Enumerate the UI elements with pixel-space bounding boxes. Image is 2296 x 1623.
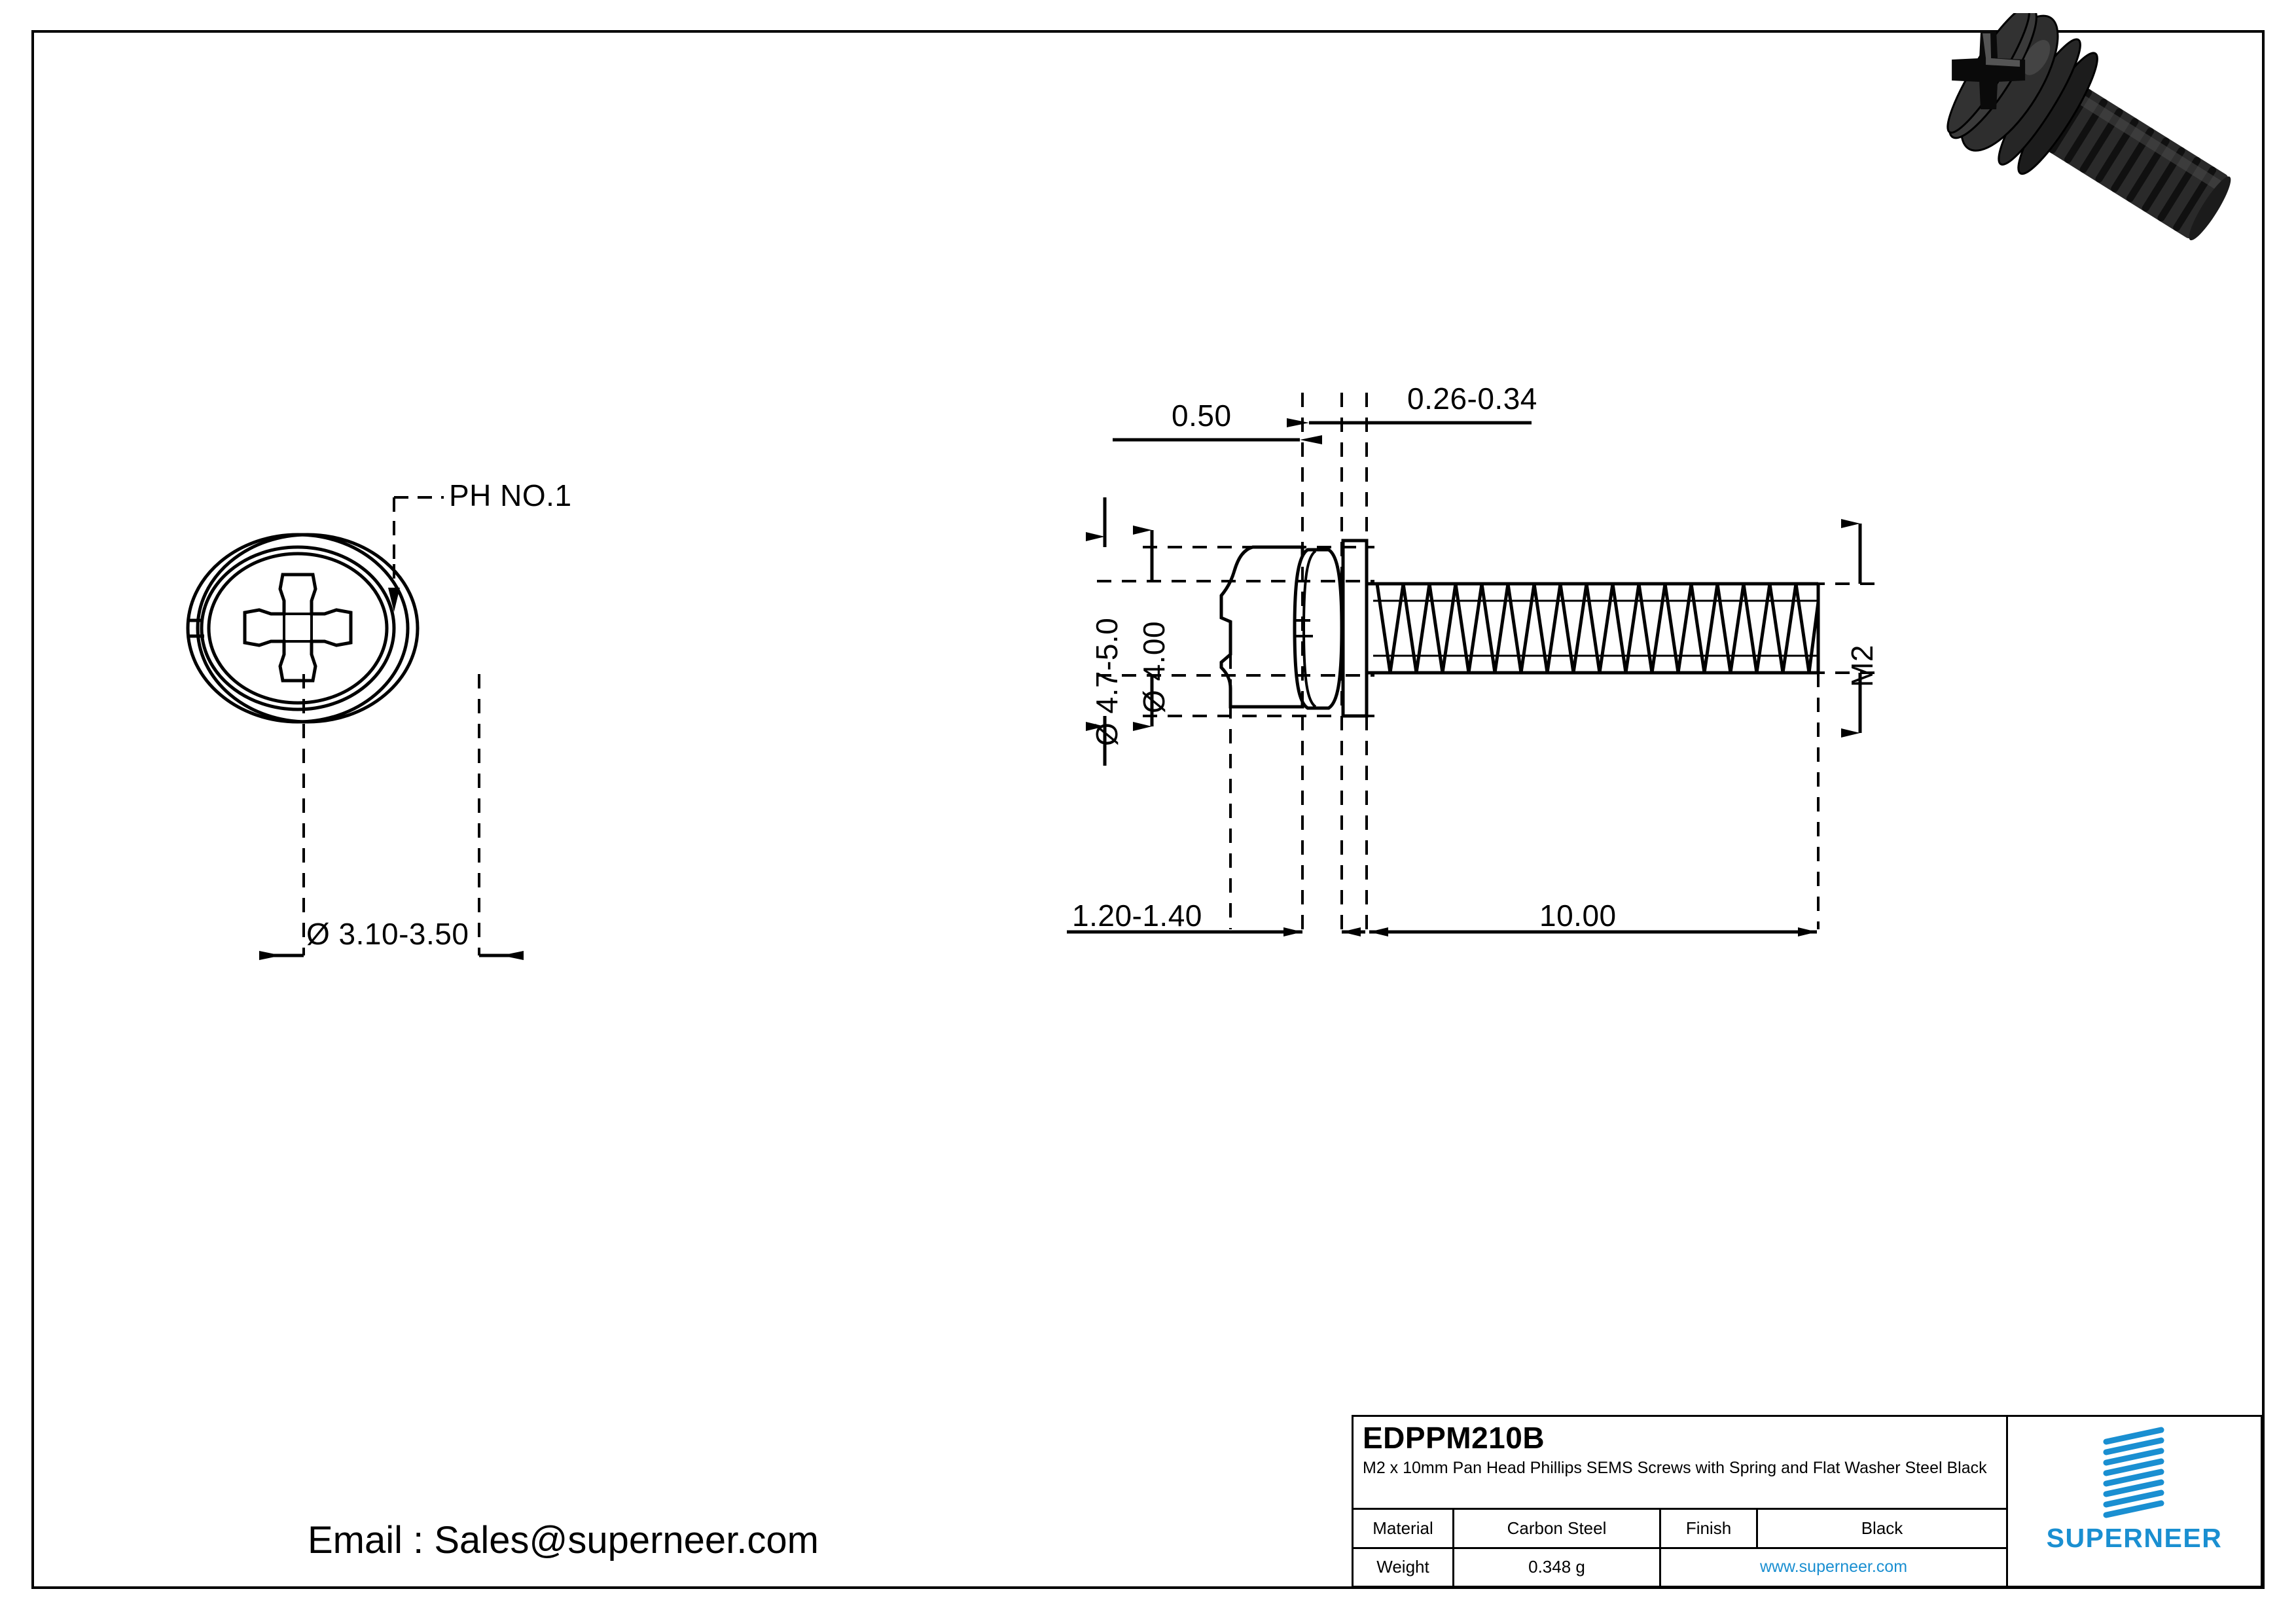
finish-value: Black (1861, 1518, 1903, 1538)
finish-label: Finish (1661, 1510, 1758, 1547)
part-number: EDPPM210B (1363, 1421, 1545, 1455)
side-view-top-dim-right: 0.26-0.34 (1407, 382, 1537, 416)
brand-name: SUPERNEER (2046, 1523, 2223, 1553)
side-view-head-diameter-inner: Ø 4.00 (1137, 620, 1171, 713)
side-view-top-dim-left: 0.50 (1172, 399, 1232, 433)
weight-website-row: Weight 0.348 g www.superneer.com (1354, 1548, 2006, 1586)
render-phillips-cross (1952, 30, 2026, 109)
drawing-frame (31, 30, 2265, 1589)
front-view-ph-callout: PH NO.1 (449, 478, 572, 512)
side-view-thread-size-label: M2 (1845, 645, 1879, 687)
screw-3d-render (1946, 13, 2231, 241)
title-block-header: EDPPM210B M2 x 10mm Pan Head Phillips SE… (1354, 1417, 2006, 1510)
side-view-bottom-dim-right: 10.00 (1539, 899, 1617, 933)
render-cross-highlight (1982, 33, 2020, 67)
front-view-diameter-label: Ø 3.10-3.50 (306, 917, 469, 951)
render-thread-shank (2043, 85, 2231, 241)
website-link[interactable]: www.superneer.com (1759, 1558, 1908, 1577)
part-description: M2 x 10mm Pan Head Phillips SEMS Screws … (1363, 1459, 1987, 1477)
brand-panel: SUPERNEER (2008, 1417, 2261, 1586)
side-view-bottom-dim-left: 1.20-1.40 (1072, 899, 1202, 933)
title-block-info: EDPPM210B M2 x 10mm Pan Head Phillips SE… (1354, 1417, 2008, 1586)
side-view-head-diameter-outer: Ø 4.7-5.0 (1090, 617, 1124, 746)
title-block: EDPPM210B M2 x 10mm Pan Head Phillips SE… (1352, 1415, 2263, 1588)
material-finish-row: Material Carbon Steel Finish Black (1354, 1510, 2006, 1549)
material-label: Material (1354, 1510, 1454, 1547)
contact-email: Email : Sales@superneer.com (308, 1519, 819, 1561)
weight-value: 0.348 g (1454, 1548, 1661, 1586)
material-value: Carbon Steel (1454, 1510, 1661, 1547)
superneer-logo-icon (2103, 1427, 2164, 1518)
weight-label: Weight (1354, 1548, 1454, 1586)
